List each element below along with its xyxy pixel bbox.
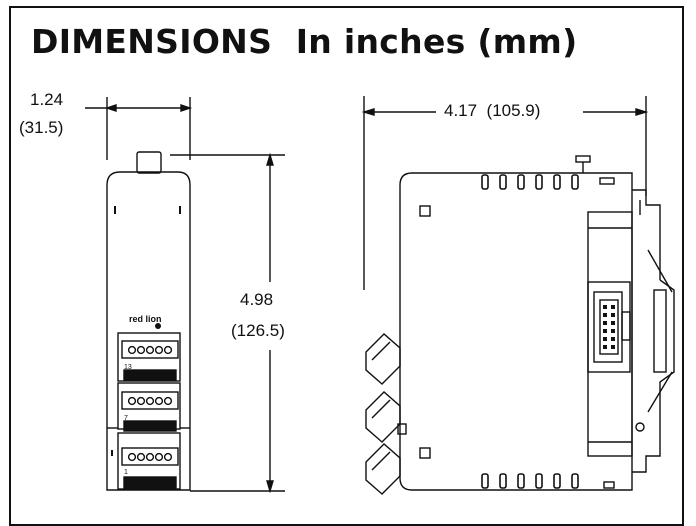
drawing-frame	[9, 6, 684, 526]
depth-dimension	[361, 96, 649, 290]
terminal-label-13: 13	[124, 364, 132, 371]
height-mm-label: (126.5)	[231, 321, 285, 340]
front-view: red lion 13 7 1	[106, 151, 191, 491]
side-view	[365, 155, 675, 495]
height-dimension	[170, 152, 285, 494]
depth-label: 4.17 (105.9)	[444, 101, 541, 120]
width-mm-label: (31.5)	[19, 118, 64, 137]
width-dimension	[85, 97, 193, 160]
height-inches-label: 4.98	[240, 290, 274, 309]
width-inches-label: 1.24	[30, 90, 64, 109]
dimension-drawing: red lion 13 7 1	[85, 96, 675, 495]
red-lion-logo: red lion	[129, 314, 162, 324]
page-title: DIMENSIONS In inches (mm)	[31, 22, 578, 61]
terminal-label-1: 1	[124, 469, 128, 476]
terminal-label-7: 7	[124, 415, 128, 422]
